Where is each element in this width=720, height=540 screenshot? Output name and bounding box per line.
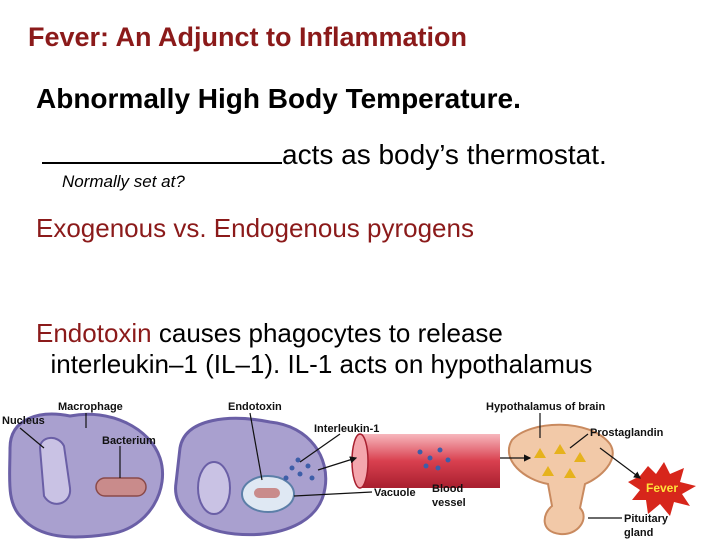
- prostaglandin-triangles: [534, 444, 586, 478]
- slide-title: Fever: An Adjunct to Inflammation: [28, 22, 468, 52]
- fever-mechanism-diagram: Fever Nucleus Macrophage Bacterium Endot…: [2, 401, 696, 539]
- fever-burst: [628, 462, 696, 516]
- endotoxin-text: causes phagocytes to release: [151, 318, 503, 348]
- bacterium-shape: [95, 477, 147, 497]
- bacterium-label: Bacterium: [102, 435, 156, 447]
- macrophage-cell-engulfed: [174, 416, 328, 537]
- macrophage-cell: [8, 412, 165, 539]
- bullet-pyrogens: Exogenous vs. Endogenous pyrogens: [36, 213, 474, 243]
- fever-label: Fever: [646, 481, 678, 495]
- fill-in-blank: [42, 138, 282, 164]
- endotoxin-term: Endotoxin: [36, 318, 152, 348]
- macrophage-label: Macrophage: [58, 401, 123, 413]
- normally-set-note: Normally set at?: [62, 172, 185, 191]
- gland-label: gland: [624, 527, 653, 539]
- hypothalamus-label: Hypothalamus of brain: [486, 401, 605, 413]
- interleukin-label: Interleukin-1: [314, 423, 379, 435]
- pituitary-label: Pituitary: [624, 513, 669, 525]
- blood-label: Blood: [432, 483, 463, 495]
- leader-lines: [19, 412, 622, 519]
- nucleus-label: Nucleus: [2, 415, 45, 427]
- prostaglandin-label: Prostaglandin: [590, 427, 664, 439]
- blood-vessel: [360, 434, 500, 488]
- thermostat-text: acts as body’s thermostat.: [282, 139, 607, 170]
- interleukin-dots: [283, 457, 315, 481]
- vessel-interleukin-dots: [417, 447, 451, 471]
- bullet-thermostat: acts as body’s thermostat.: [42, 138, 607, 171]
- vessel-label: vessel: [432, 497, 466, 509]
- flow-arrows: [317, 447, 641, 479]
- endotoxin-label: Endotoxin: [228, 401, 282, 413]
- hypothalamus-shape: [508, 423, 614, 536]
- vacuole-bacterium: [254, 488, 280, 498]
- nucleus-shape-2: [197, 461, 231, 515]
- blood-vessel-end: [351, 433, 369, 489]
- nucleus-shape: [38, 437, 72, 505]
- vacuole-label: Vacuole: [374, 487, 416, 499]
- bullet-endotoxin: Endotoxin causes phagocytes to release i…: [36, 318, 592, 380]
- bullet-high-body-temperature: Abnormally High Body Temperature.: [36, 83, 521, 114]
- interleukin-text: interleukin–1 (IL–1). IL-1 acts on hypot…: [50, 349, 593, 379]
